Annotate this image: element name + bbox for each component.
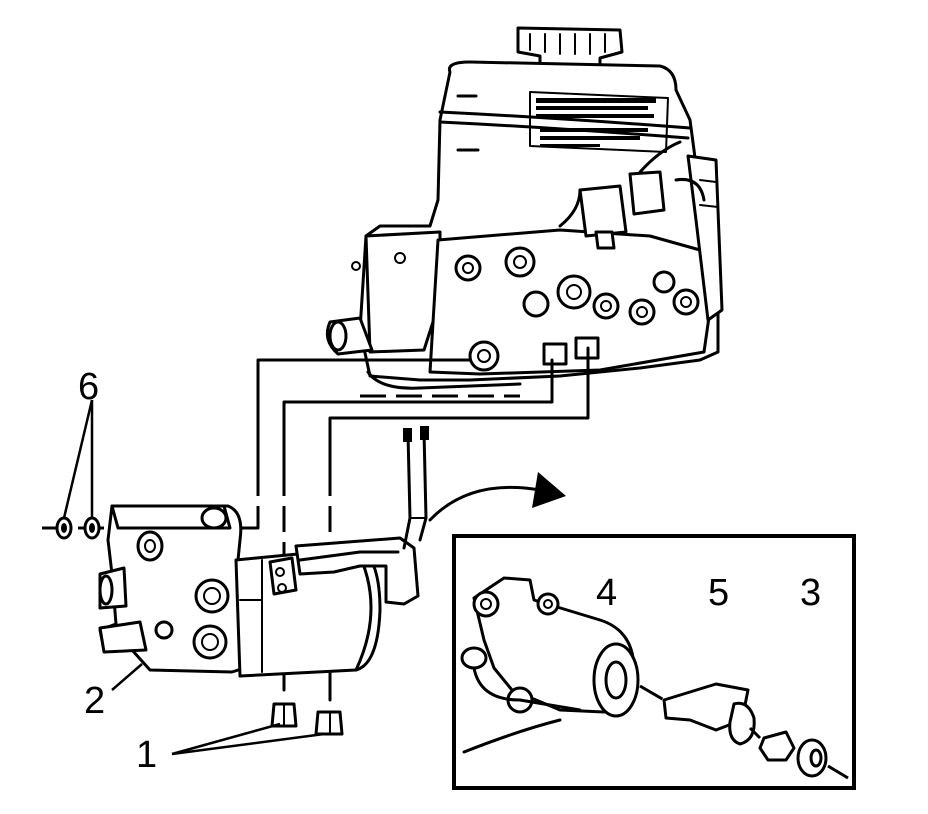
curved-arrow-icon [428, 472, 566, 522]
washer-pair [55, 516, 101, 540]
pump-motor-unit [98, 426, 429, 678]
master-cylinder-assembly [325, 26, 724, 390]
callout-2: 2 [84, 680, 106, 722]
callout-6: 6 [78, 366, 100, 408]
callout-3: 3 [800, 572, 822, 614]
detail-inset [452, 534, 856, 790]
bolt-pair [270, 702, 344, 736]
callout-5: 5 [708, 572, 730, 614]
callout-4: 4 [596, 572, 618, 614]
callout-1: 1 [136, 734, 158, 776]
